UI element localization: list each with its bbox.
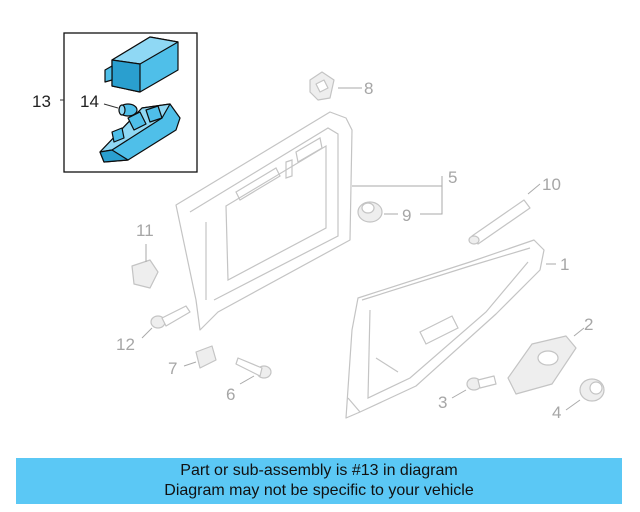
callout-4: 4 bbox=[552, 403, 561, 422]
damper-part-10[interactable] bbox=[468, 199, 531, 245]
screw-part-3[interactable] bbox=[466, 375, 497, 391]
callout-3: 3 bbox=[438, 393, 447, 412]
leader-12 bbox=[141, 327, 153, 339]
leader-10 bbox=[527, 183, 541, 195]
screw-part-6[interactable] bbox=[235, 357, 272, 379]
clip-part-11[interactable] bbox=[131, 259, 159, 289]
callout-11: 11 bbox=[136, 221, 154, 240]
leader-14 bbox=[103, 103, 119, 109]
leader-4 bbox=[565, 399, 581, 411]
lock-part-2[interactable] bbox=[507, 335, 577, 395]
callout-14: 14 bbox=[80, 92, 99, 111]
bumper-part-9[interactable] bbox=[357, 201, 383, 223]
callout-6: 6 bbox=[226, 385, 235, 404]
cylinder-part-4[interactable] bbox=[579, 378, 605, 402]
callout-12: 12 bbox=[116, 335, 135, 354]
leader-6 bbox=[239, 375, 255, 385]
glove-box-door-part[interactable] bbox=[345, 239, 545, 419]
bulb-part[interactable] bbox=[118, 103, 138, 117]
callout-5: 5 bbox=[448, 168, 457, 187]
lamp-housing-part[interactable] bbox=[99, 103, 181, 163]
callout-9: 9 bbox=[402, 206, 411, 225]
sub-assembly-13-group[interactable] bbox=[60, 32, 198, 173]
leader-5 bbox=[352, 176, 443, 215]
info-banner: Part or sub-assembly is #13 in diagram D… bbox=[16, 458, 622, 504]
banner-line-1: Part or sub-assembly is #13 in diagram bbox=[180, 462, 458, 479]
callout-1: 1 bbox=[560, 255, 569, 274]
bolt-part-12[interactable] bbox=[150, 305, 191, 329]
leader-2 bbox=[573, 327, 585, 337]
banner-line-2: Diagram may not be specific to your vehi… bbox=[164, 482, 474, 499]
clip-part-7[interactable] bbox=[195, 345, 217, 369]
lamp-cover-part[interactable] bbox=[104, 36, 179, 93]
leader-7 bbox=[183, 361, 197, 367]
glove-box-panel-part[interactable] bbox=[175, 111, 353, 331]
leader-3 bbox=[451, 389, 467, 399]
latch-bracket-part-8[interactable] bbox=[309, 71, 335, 101]
callout-10: 10 bbox=[542, 175, 561, 194]
callout-13: 13 bbox=[32, 92, 51, 111]
callout-7: 7 bbox=[168, 359, 177, 378]
callout-2: 2 bbox=[584, 315, 593, 334]
callout-8: 8 bbox=[364, 79, 373, 98]
